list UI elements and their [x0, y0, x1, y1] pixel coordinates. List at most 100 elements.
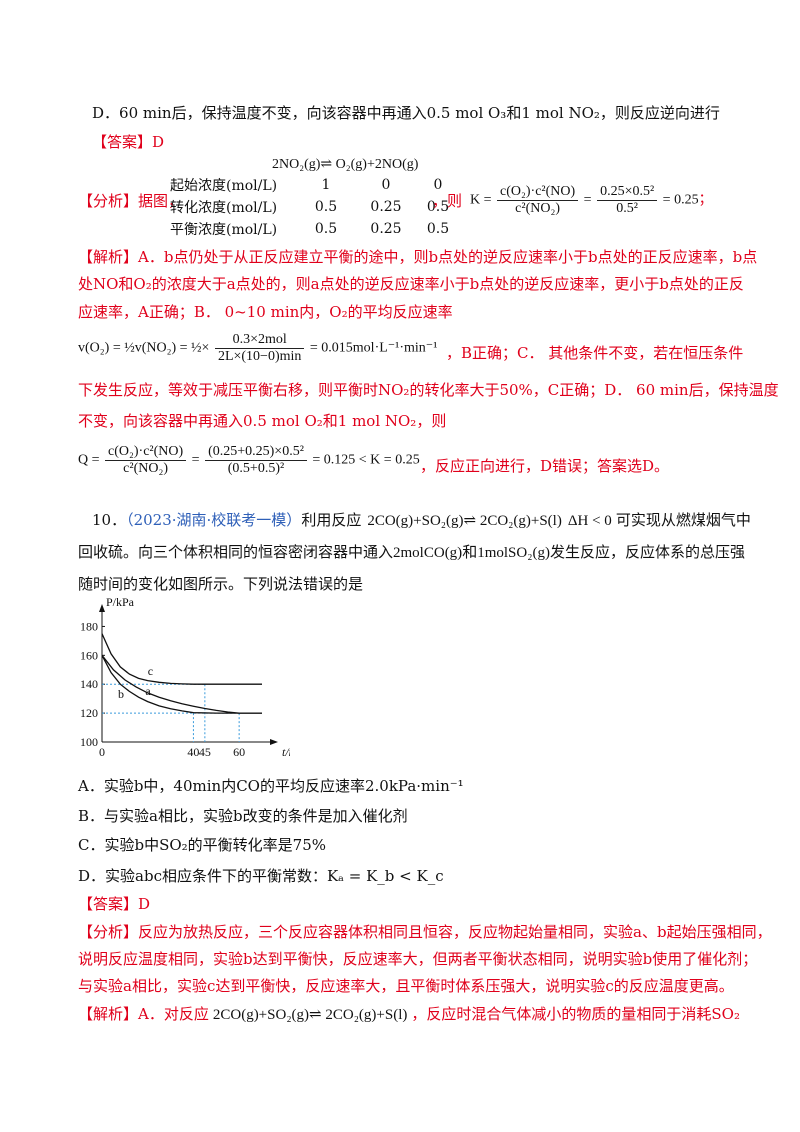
k-mid-num: 0.25×0.5²: [597, 184, 658, 201]
option-d[interactable]: D．实验abc相应条件下的平衡常数：Kₐ = K_b < K_c: [78, 867, 444, 885]
k-frac: c(O₂)·c²(NO)c²(NO₂): [497, 184, 579, 217]
prev-option-d: D．60 min后，保持温度不变，向该容器中再通入0.5 mol O₃和1 mo…: [92, 104, 720, 122]
q10-analysis-line-2: 说明反应温度相同，实验b达到平衡快，反应速率大，但两者平衡状态相同，说明实验b使…: [78, 950, 758, 968]
explain-tag: 【解析】: [78, 248, 139, 266]
prev-answer: 【答案】D: [92, 131, 164, 153]
q-mid-den: (0.5+0.5)²: [227, 461, 285, 476]
ice-cell-v2: 0.25: [370, 221, 402, 237]
x-axis-arrow: [270, 739, 278, 745]
q10-source: （2023·湖南·校联考一模）: [126, 511, 302, 529]
ice-cell-v3: 0.5: [426, 199, 450, 215]
prev-explain-line-5: 下发生反应，等效于减压平衡右移，则平衡时NO₂的转化率大于50%，C正确；D． …: [78, 381, 779, 399]
x-tick-label: 45: [199, 745, 211, 759]
x-tick-label: 40: [187, 745, 199, 759]
rate-num: 0.3×2mol: [214, 332, 305, 349]
answer-value: D: [152, 133, 165, 151]
y-tick-label: 100: [80, 735, 98, 749]
prev-reaction: 2NO₂(g)⇌ O₂(g)+2NO(g): [272, 157, 419, 172]
ice-cell-label: 平衡浓度(mol/L): [170, 222, 278, 238]
ice-cell-label: 转化浓度(mol/L): [170, 200, 278, 216]
q10-analysis-text-1: 反应为放热反应，三个反应容器体积相同且恒容，反应物起始量相同，实验a、b起始压强…: [138, 923, 772, 941]
prev-explain-line-7: ，反应正向进行，D错误；答案选D。: [420, 457, 670, 475]
q-mid-frac: (0.25+0.25)×0.5²(0.5+0.5)²: [205, 444, 307, 477]
q10-number: 10．: [92, 511, 127, 529]
ice-row: 转化浓度(mol/L) 0.5 0.25 0.5: [170, 196, 458, 218]
ice-cell-v1: 1: [321, 177, 331, 193]
k-lhs: K =: [470, 192, 492, 208]
x-axis-label: t/min: [282, 745, 290, 759]
k-num: c(O₂)·c²(NO): [497, 184, 579, 201]
q10-stem-line-2: 回收硫。向三个体积相同的恒容密闭容器中通入2molCO(g)和1molSO₂(g…: [78, 541, 745, 564]
q10-analysis-line-1: 【分析】反应为放热反应，三个反应容器体积相同且恒容，反应物起始量相同，实验a、b…: [78, 921, 772, 943]
series-label-c: c: [148, 664, 153, 678]
q-den: c²(NO₂): [123, 461, 169, 476]
q10-stem-2e: 发生反应，反应体系的总压强: [549, 543, 745, 561]
x-tick-label: 0: [99, 745, 105, 759]
option-b[interactable]: B．与实验a相比，实验b改变的条件是加入催化剂: [78, 807, 408, 825]
option-a[interactable]: A．实验b中，40min内CO的平均反应速率2.0kPa·min⁻¹: [78, 777, 464, 795]
series-line-c: [101, 633, 262, 685]
ice-cell-v2: 0: [381, 177, 391, 193]
q10-analysis-line-3: 与实验a相比，实验c达到平衡快，反应速率大，且平衡时体系压强大，说明实验c的反应…: [78, 977, 734, 995]
q-num: c(O₂)·c²(NO): [105, 444, 187, 461]
ice-cell-v1: 0.5: [314, 199, 338, 215]
series-label-a: a: [145, 684, 151, 698]
prev-explain-line-6: 不变，向该容器中再通入0.5 mol O₂和1 mol NO₂，则: [78, 412, 447, 430]
y-tick-label: 120: [80, 706, 98, 720]
q10-stem-2b: 2molCO(g): [393, 545, 463, 561]
q-mid-num: (0.25+0.25)×0.5²: [205, 444, 307, 461]
prev-explain-line-3: 应速率，A正确；B． 0~10 min内，O₂的平均反应速率: [78, 303, 453, 321]
q10-answer: 【答案】D: [78, 893, 150, 915]
q10-reaction: 2CO(g)+SO₂(g)⇌ 2CO₂(g)+S(l): [367, 513, 562, 529]
prev-analysis-lead: 【分析】据图，: [78, 190, 183, 212]
ice-row: 平衡浓度(mol/L) 0.5 0.25 0.5: [170, 218, 458, 240]
q10-explain-1c: ，反应时混合气体减小的物质的量相同于消耗SO₂: [411, 1005, 740, 1023]
analysis-tag: 【分析】: [78, 192, 139, 210]
q10-stem-2c: 和: [462, 543, 478, 561]
q10-analysis-tag: 【分析】: [78, 923, 139, 941]
y-axis-arrow: [99, 604, 105, 612]
prev-explain-line-4: ，B正确；C． 其他条件不变，若在恒压条件: [446, 344, 744, 362]
answer-tag: 【答案】: [92, 133, 153, 151]
k-den: c²(NO₂): [515, 201, 561, 216]
q-result: = 0.125 < K = 0.25: [312, 452, 420, 468]
q-expression: Q = c(O₂)·c²(NO)c²(NO₂) = (0.25+0.25)×0.…: [78, 444, 420, 477]
ice-cell-v1: 0.5: [314, 221, 338, 237]
q10-explain-reaction: 2CO(g)+SO₂(g)⇌ 2CO₂(g)+S(l): [212, 1007, 408, 1023]
q10-stem-1b: 可实现从燃煤烟气中: [615, 511, 751, 529]
series-line-a: [101, 654, 262, 714]
x-tick-label: 60: [233, 745, 245, 759]
series-line-b: [101, 654, 262, 714]
q10-answer-tag: 【答案】: [78, 895, 139, 913]
rate-result: = 0.015mol·L⁻¹·min⁻¹: [309, 340, 438, 356]
y-tick-label: 160: [80, 648, 98, 662]
q10-stem-2d: 1molSO₂(g): [477, 545, 550, 561]
q10-dh: ΔH < 0: [567, 513, 612, 529]
k-result: = 0.25: [662, 192, 699, 208]
ice-cell-v3: 0.5: [426, 221, 450, 237]
ice-cell-label: 起始浓度(mol/L): [170, 178, 278, 194]
q10-stem-line-3: 随时间的变化如图所示。下列说法错误的是: [78, 575, 364, 593]
prev-explain-line-1: 【解析】A．b点仍处于从正反应建立平衡的途中，则b点处的逆反应速率小于b点处的正…: [78, 246, 757, 268]
q10-explain-1a: A．对反应: [138, 1005, 209, 1023]
q-frac: c(O₂)·c²(NO)c²(NO₂): [105, 444, 187, 477]
k-mid-den: 0.5²: [616, 201, 638, 216]
rate-den: 2L×(10−0)min: [217, 349, 302, 364]
option-c[interactable]: C．实验b中SO₂的平衡转化率是75%: [78, 836, 327, 854]
ice-cell-v2: 0.25: [370, 199, 402, 215]
q10-answer-value: D: [138, 895, 151, 913]
q-lhs: Q =: [78, 452, 100, 468]
rate-lhs: v(O₂) = ½v(NO₂) = ½×: [78, 340, 210, 356]
q10-explain-tag: 【解析】: [78, 1005, 139, 1023]
series-label-b: b: [118, 687, 124, 701]
analysis-lead: 据图，: [138, 192, 184, 210]
y-tick-label: 140: [80, 677, 98, 691]
